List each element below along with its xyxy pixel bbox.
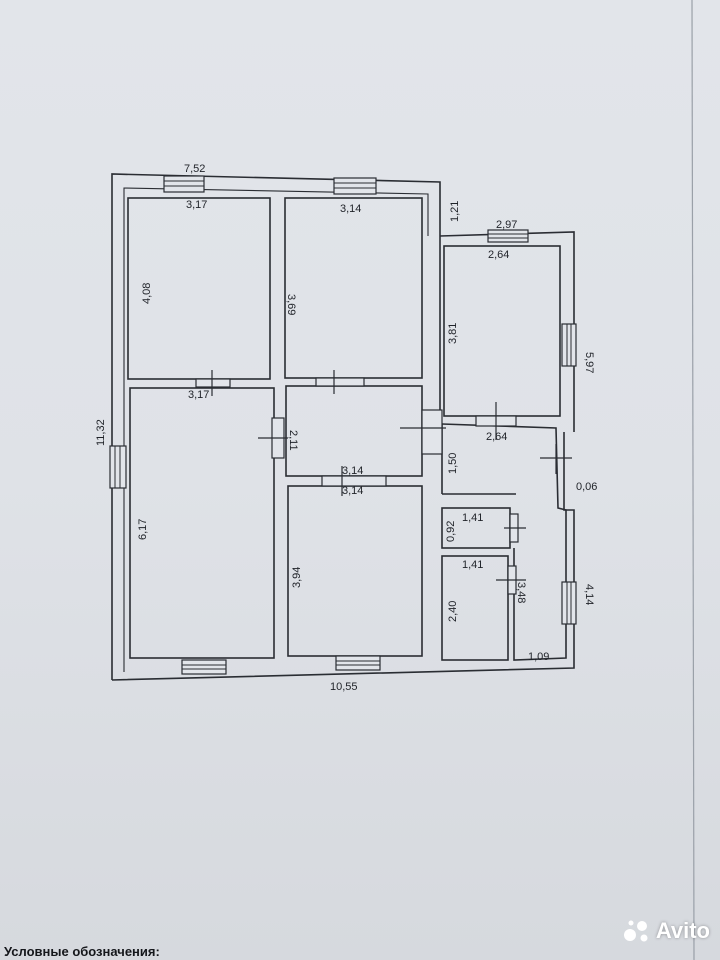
outer-walls bbox=[111, 173, 575, 681]
dim-room2-height: 3,69 bbox=[285, 294, 297, 315]
dim-corridor-height: 1,50 bbox=[447, 453, 459, 474]
wc bbox=[441, 555, 509, 661]
dim-living-width: 3,17 bbox=[188, 389, 209, 401]
dim-wc-height: 2,40 bbox=[447, 601, 459, 622]
window-top-left bbox=[163, 175, 205, 193]
dim-outer-bottom: 10,55 bbox=[330, 681, 358, 693]
dim-room5-width: 3,14 bbox=[342, 485, 363, 497]
dim-wall-offset: 0,06 bbox=[576, 481, 597, 493]
window-bottom-middle bbox=[335, 655, 381, 671]
avito-watermark: Avito bbox=[622, 918, 710, 944]
dim-annex-right: 5,97 bbox=[583, 352, 595, 373]
dim-hall-width: 3,14 bbox=[342, 465, 363, 477]
room-3 bbox=[443, 245, 561, 417]
dim-hall-height: 2,11 bbox=[287, 430, 299, 451]
dim-bath-width: 1,41 bbox=[462, 512, 483, 524]
dim-bath-height: 0,92 bbox=[445, 521, 457, 542]
corridor-kitchen bbox=[441, 423, 567, 661]
dim-kitchen-height: 3,48 bbox=[515, 582, 527, 603]
window-left bbox=[109, 445, 127, 489]
hall bbox=[285, 385, 423, 477]
page-edge bbox=[691, 0, 695, 960]
rooms bbox=[127, 197, 567, 661]
doors bbox=[195, 370, 572, 595]
dim-corridor-width: 2,64 bbox=[486, 431, 507, 443]
room-2 bbox=[284, 197, 423, 379]
room-5 bbox=[287, 485, 423, 657]
window-top-middle bbox=[333, 177, 377, 195]
living-room bbox=[129, 387, 275, 659]
dim-room5-height: 3,94 bbox=[291, 567, 303, 588]
legend-title: Условные обозначения: bbox=[4, 944, 160, 959]
windows bbox=[109, 175, 577, 675]
dim-room1-height: 4,08 bbox=[141, 283, 153, 304]
dim-outer-left: 11,32 bbox=[95, 419, 107, 446]
dim-room2-width: 3,14 bbox=[340, 203, 361, 215]
dim-room3-width: 2,64 bbox=[488, 249, 509, 261]
dim-wc-width: 1,41 bbox=[462, 559, 483, 571]
dim-step-vertical: 1,21 bbox=[449, 201, 461, 222]
window-annex-right bbox=[561, 323, 577, 367]
dim-room1-width: 3,17 bbox=[186, 199, 207, 211]
avito-logo-icon bbox=[623, 920, 648, 942]
dim-living-height: 6,17 bbox=[137, 519, 149, 540]
dim-room3-height: 3,81 bbox=[447, 323, 459, 344]
window-right-lower bbox=[561, 581, 577, 625]
avito-watermark-text: Avito bbox=[655, 918, 710, 943]
dimension-labels: 7,52 3,17 3,14 1,21 2,97 2,64 4,08 3,69 … bbox=[95, 163, 597, 693]
window-bottom-left bbox=[181, 659, 227, 675]
dim-kitchen-width: 1,09 bbox=[528, 651, 549, 663]
dim-annex-top: 2,97 bbox=[496, 219, 517, 231]
dim-outer-top: 7,52 bbox=[184, 163, 205, 175]
window-annex-top bbox=[487, 229, 529, 243]
dim-annex-right-lower: 4,14 bbox=[583, 584, 595, 605]
